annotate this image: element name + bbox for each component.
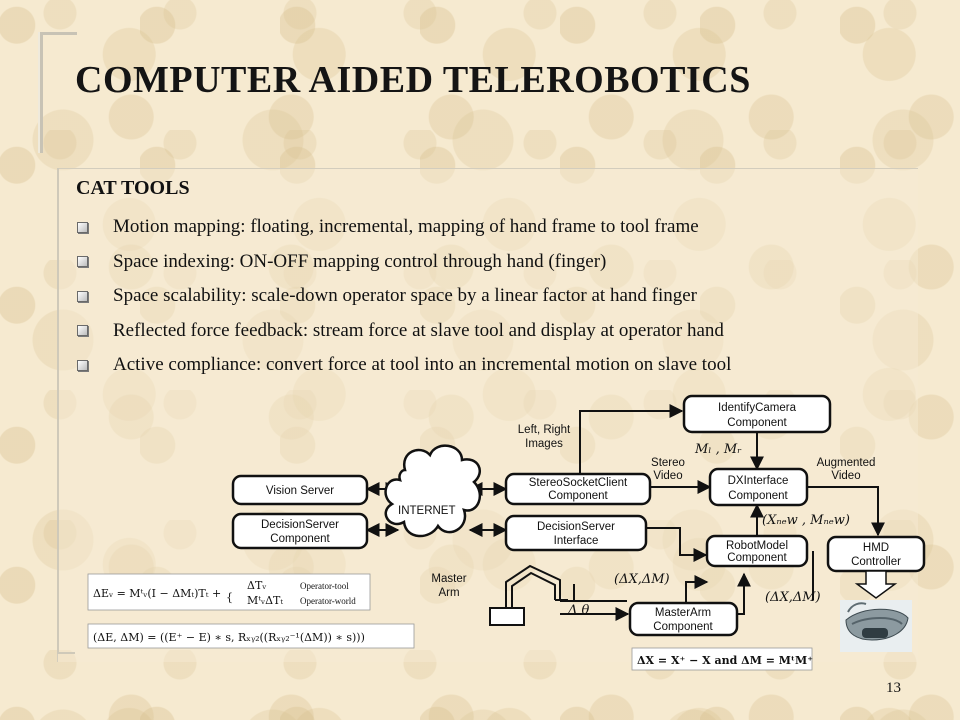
svg-text:HMD: HMD bbox=[863, 542, 889, 554]
bullet-text: Space indexing: ON-OFF mapping control t… bbox=[113, 250, 607, 272]
bullet-item: Active compliance: convert force at tool… bbox=[76, 348, 731, 383]
delta-theta-label: Δ θ bbox=[567, 603, 590, 618]
m-left-right-label: Mₗ , Mᵣ bbox=[694, 442, 742, 457]
bullet-square-icon bbox=[77, 221, 88, 233]
svg-text:DXInterface: DXInterface bbox=[728, 475, 789, 487]
svg-text:Interface: Interface bbox=[554, 535, 599, 547]
delta-x-m-label: (ΔX,ΔM) bbox=[614, 572, 670, 587]
bullet-item: Reflected force feedback: stream force a… bbox=[76, 314, 731, 349]
section-title: CAT TOOLS bbox=[76, 177, 190, 199]
svg-text:Component: Component bbox=[727, 417, 787, 429]
internet-label: INTERNET bbox=[398, 505, 456, 517]
left-right-images-label: Left, Right bbox=[518, 424, 571, 436]
bullet-square-icon bbox=[77, 359, 88, 371]
bullet-item: Space indexing: ON-OFF mapping control t… bbox=[76, 245, 731, 280]
svg-text:DecisionServer: DecisionServer bbox=[537, 521, 615, 533]
bullet-text: Space scalability: scale-down operator s… bbox=[113, 285, 697, 307]
bullet-item: Motion mapping: floating, incremental, m… bbox=[76, 210, 731, 245]
hmd-controller-box: HMD Controller bbox=[826, 535, 926, 573]
equation-1-case-1: ΔTᵥ bbox=[247, 579, 266, 592]
decision-server-component-box: DecisionServer Component bbox=[231, 512, 369, 550]
master-arm-component-box: MasterArm Component bbox=[628, 601, 739, 637]
bullet-square-icon bbox=[77, 256, 88, 268]
hmd-device-icon bbox=[840, 600, 912, 652]
bullet-item: Space scalability: scale-down operator s… bbox=[76, 279, 731, 314]
diagram-connectors bbox=[365, 404, 885, 621]
robot-model-box: RobotModel Component bbox=[705, 534, 809, 568]
decision-server-interface-box: DecisionServer Interface bbox=[504, 514, 648, 552]
bullet-text: Motion mapping: floating, incremental, m… bbox=[113, 216, 699, 238]
equation-box-3: ΔX = X⁺ − X and ΔM = MᵗM⁺ bbox=[631, 647, 813, 671]
equation-box-1: ΔEᵥ = Mᵗᵥ(I − ΔMₜ)Tₜ + { ΔTᵥ MᵗᵥΔTₜ Oper… bbox=[87, 573, 371, 611]
cloud-icon bbox=[384, 444, 482, 538]
hmd-arrow-icon bbox=[854, 570, 898, 599]
equation-3: ΔX = X⁺ − X and ΔM = MᵗM⁺ bbox=[637, 654, 813, 667]
master-arm-icon bbox=[489, 564, 575, 626]
stereo-video-label: Stereo bbox=[651, 457, 685, 469]
page-number: 13 bbox=[886, 680, 901, 696]
svg-text:IdentifyCamera: IdentifyCamera bbox=[718, 402, 797, 414]
equation-2: (ΔE, ΔM) = ((E⁺ − E) ∗ s, Rₓᵧ₂((Rₓᵧ₂⁻¹(Δ… bbox=[93, 631, 365, 644]
left-right-images-label: Images bbox=[525, 438, 563, 450]
svg-text:MasterArm: MasterArm bbox=[655, 607, 711, 619]
master-arm-label: Arm bbox=[438, 587, 459, 599]
title-bracket bbox=[40, 32, 77, 153]
slide-title: COMPUTER AIDED TELEROBOTICS bbox=[75, 59, 751, 101]
svg-text:Component: Component bbox=[270, 533, 330, 545]
augmented-video-label: Augmented bbox=[817, 457, 876, 469]
equation-1-brace: { bbox=[226, 591, 233, 604]
equation-1-note-1: Operator-tool bbox=[300, 581, 349, 591]
bullet-square-icon bbox=[77, 325, 88, 337]
delta-x-m-label: (ΔX,ΔM) bbox=[765, 590, 821, 605]
bullet-square-icon bbox=[77, 290, 88, 302]
svg-text:StereoSocketClient: StereoSocketClient bbox=[529, 477, 628, 489]
svg-text:Component: Component bbox=[728, 490, 788, 502]
vision-server-box: Vision Server bbox=[231, 474, 369, 506]
bullet-list: Motion mapping: floating, incremental, m… bbox=[76, 210, 731, 383]
bullet-text: Active compliance: convert force at tool… bbox=[113, 354, 732, 376]
svg-text:DecisionServer: DecisionServer bbox=[261, 519, 339, 531]
svg-text:Component: Component bbox=[727, 552, 787, 564]
content-bracket bbox=[57, 168, 75, 654]
master-arm-label: Master bbox=[431, 573, 466, 585]
svg-text:Component: Component bbox=[653, 621, 713, 633]
svg-text:RobotModel: RobotModel bbox=[726, 540, 788, 552]
augmented-video-label: Video bbox=[831, 470, 860, 482]
stereo-socket-client-box: StereoSocketClient Component bbox=[504, 472, 652, 506]
svg-text:Component: Component bbox=[548, 490, 608, 502]
identify-camera-box: IdentifyCamera Component bbox=[682, 394, 832, 434]
x-new-m-new-label: (Xₙₑw , Mₙₑw) bbox=[762, 513, 850, 528]
equation-1-case-2: MᵗᵥΔTₜ bbox=[247, 594, 283, 607]
equation-1-note-2: Operator-world bbox=[300, 596, 356, 606]
bullet-text: Reflected force feedback: stream force a… bbox=[113, 319, 724, 341]
stereo-video-label: Video bbox=[653, 470, 682, 482]
svg-text:Vision Server: Vision Server bbox=[266, 485, 334, 497]
dx-interface-box: DXInterface Component bbox=[708, 467, 809, 507]
equation-1-lhs: ΔEᵥ = Mᵗᵥ(I − ΔMₜ)Tₜ + bbox=[93, 587, 221, 600]
svg-text:Controller: Controller bbox=[851, 556, 901, 568]
equation-box-2: (ΔE, ΔM) = ((E⁺ − E) ∗ s, Rₓᵧ₂((Rₓᵧ₂⁻¹(Δ… bbox=[87, 623, 415, 649]
